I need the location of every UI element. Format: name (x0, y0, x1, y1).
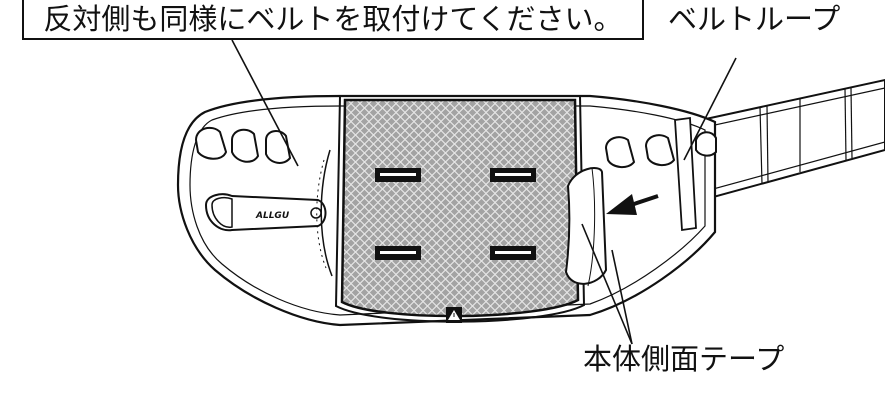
leader-lines (231, 39, 737, 345)
instruction-callout: 反対側も同様にベルトを取付けてください。 (22, 0, 644, 40)
brand-logo: ALLGU (255, 211, 290, 221)
side-tape-label: 本体側面テープ (583, 342, 785, 376)
side-tape-flap (564, 167, 608, 287)
electrode-pad (334, 95, 586, 323)
side-buckle: ALLGU (204, 193, 327, 232)
instruction-text: 反対側も同様にベルトを取付けてください。 (43, 1, 623, 36)
arrow-left-icon (606, 194, 659, 215)
left-rail (316, 149, 333, 277)
warning-triangle-icon (446, 307, 462, 323)
snap-slots (375, 168, 536, 260)
belt-loop-label: ベルトループ (668, 2, 841, 36)
right-rings (604, 131, 717, 168)
left-rings (194, 126, 292, 164)
